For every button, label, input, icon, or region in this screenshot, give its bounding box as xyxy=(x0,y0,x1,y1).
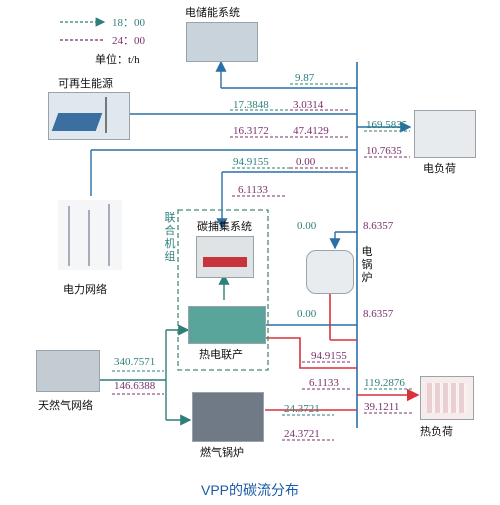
label-ccs: 碳捕集系统 xyxy=(197,221,252,233)
flow-hload-18: 119.2876 xyxy=(364,377,405,389)
flow-gboiler-18: 24.3721 xyxy=(284,403,320,415)
flow-hload-24: 39.1211 xyxy=(364,401,400,413)
flow-gas-18: 340.7571 xyxy=(114,356,156,368)
value-arrows xyxy=(112,83,412,441)
flow-renew-a-24: 3.0314 xyxy=(293,99,324,111)
flow-chp-out2-24: 6.1133 xyxy=(309,377,339,389)
flow-renew-b-24: 47.4129 xyxy=(293,125,329,137)
label-chp-unit: 联合机组 xyxy=(164,212,176,263)
legend-t2: 24：00 xyxy=(112,35,145,47)
gas-boiler-icon xyxy=(192,392,264,442)
flow-ccs-18: 94.9155 xyxy=(233,156,269,168)
flow-storage-18: 9.87 xyxy=(295,72,315,84)
flow-eload-24: 10.7635 xyxy=(366,145,402,157)
flow-renew-a-18: 17.3848 xyxy=(233,99,269,111)
electric-load-icon xyxy=(414,110,476,158)
flow-eboiler-out-24: 8.6357 xyxy=(363,308,394,320)
diagram-title: VPP的碳流分布 xyxy=(200,482,299,498)
flow-ccs2-24: 6.1133 xyxy=(238,184,268,196)
renewable-icon xyxy=(48,92,130,140)
label-grid: 电力网络 xyxy=(63,284,107,296)
flow-eload-18: 169.5835 xyxy=(366,119,408,131)
label-electric-load: 电负荷 xyxy=(423,163,456,175)
gas-network-icon xyxy=(36,350,100,392)
label-renewable: 可再生能源 xyxy=(58,78,113,90)
flow-eboiler-in-18: 0.00 xyxy=(297,220,317,232)
legend-unit: 单位：t/h xyxy=(95,54,140,66)
heat-load-icon xyxy=(420,376,474,420)
flow-gboiler-24: 24.3721 xyxy=(284,428,320,440)
storage-icon xyxy=(186,22,258,62)
label-storage: 电储能系统 xyxy=(185,7,240,19)
flow-renew-b-18: 16.3172 xyxy=(233,125,269,137)
chp-icon xyxy=(188,306,266,344)
label-gas-boiler: 燃气锅炉 xyxy=(200,447,244,459)
chp-unit-box xyxy=(177,209,269,371)
label-electric-boiler: 电锅炉 xyxy=(361,246,373,284)
label-gas-network: 天然气网络 xyxy=(38,400,93,412)
label-heat-load: 热负荷 xyxy=(420,426,453,438)
flow-eboiler-out-18: 0.00 xyxy=(297,308,317,320)
ccs-icon xyxy=(196,236,254,278)
label-chp: 热电联产 xyxy=(199,349,243,361)
flow-ccs-24: 0.00 xyxy=(296,156,316,168)
flow-eboiler-in-24: 8.6357 xyxy=(363,220,394,232)
grid-tower-icon xyxy=(58,200,122,270)
legend-t1: 18：00 xyxy=(112,17,145,29)
flow-gas-24: 146.6388 xyxy=(114,380,156,392)
electric-boiler-icon xyxy=(306,250,354,294)
flow-chp-out-24: 94.9155 xyxy=(311,350,347,362)
